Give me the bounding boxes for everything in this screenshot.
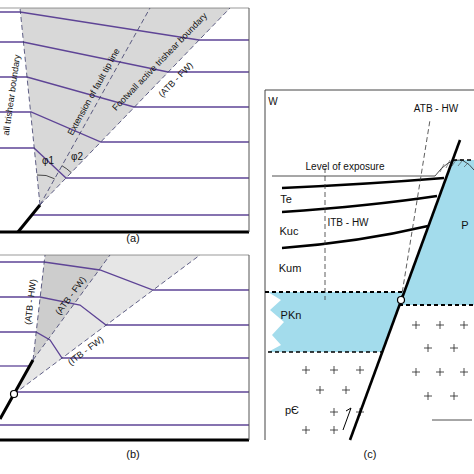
unit-label: P (461, 220, 468, 231)
dashed-contact (268, 351, 382, 353)
contact (282, 226, 428, 248)
boundary-label: Extension of fault tip line (66, 47, 123, 138)
frame (265, 90, 266, 440)
initial-tip (398, 297, 405, 304)
dashed-contact (265, 291, 404, 293)
angle-label: φ2 (71, 151, 83, 162)
frame (249, 8, 250, 232)
unit-label: Kum (279, 263, 302, 274)
trishear-boundaries (20, 8, 230, 205)
angle-label: φ1 (42, 155, 54, 166)
boundary-label: (ITB - FW) (66, 334, 106, 368)
scale-bar (432, 420, 472, 421)
fault (350, 140, 460, 440)
fold-hill (435, 160, 474, 176)
boundary-label: ATB - HW (414, 103, 458, 114)
contact (282, 196, 437, 212)
panel-letter: (c) (364, 449, 377, 460)
bedding-lines (0, 262, 249, 425)
bed (0, 112, 249, 142)
panel-a (0, 8, 249, 232)
angle-arc (37, 175, 55, 179)
bed (0, 424, 249, 425)
dashed-contact (399, 304, 474, 306)
unit-label: Te (280, 194, 292, 205)
bed (0, 365, 29, 366)
unit-fill (268, 292, 404, 352)
unit-label: pЄ (285, 405, 299, 416)
dashed-line (14, 255, 200, 394)
slip-arrow (343, 408, 351, 430)
boundary-label: all trishear boundary (1, 54, 23, 136)
panel-c (265, 90, 474, 440)
bed (32, 214, 249, 215)
unit-label: Kuc (280, 226, 299, 237)
dashed-line (40, 8, 150, 205)
frame (0, 8, 249, 9)
angle-arc (62, 166, 71, 173)
frame (249, 255, 250, 440)
panel-letter: (b) (126, 449, 139, 460)
unit-label: PKn (281, 310, 302, 321)
boundary-label: Footwall active trishear boundary (110, 11, 210, 114)
detachment (0, 231, 249, 234)
direction-label: W (268, 96, 277, 107)
contact (282, 178, 444, 188)
bed (0, 148, 249, 178)
dashed-line (401, 120, 430, 300)
contacts (282, 178, 444, 248)
fault-ramp (18, 205, 40, 232)
dashed-line (40, 8, 230, 205)
rock-unit: PKn (265, 288, 410, 356)
frame (0, 255, 249, 256)
frame (265, 90, 474, 91)
bed (0, 42, 249, 72)
panel-letter: (a) (126, 233, 139, 244)
bedding-lines (0, 12, 249, 215)
boundary-label: ITB - HW (327, 217, 368, 228)
boundary-label: (ATB - HW) (23, 279, 40, 326)
trishear-boundaries (14, 255, 200, 394)
detachment (0, 439, 249, 442)
dashed-line (20, 8, 40, 205)
bed (0, 332, 249, 358)
bed (16, 391, 249, 392)
panel-b (0, 255, 249, 440)
unit-shape (265, 288, 410, 356)
bed (0, 12, 249, 40)
dashed-contact (453, 159, 474, 161)
initial-tip (11, 391, 18, 398)
exposure-label: Level of exposure (306, 161, 385, 172)
basement-crosses (302, 321, 468, 434)
dashed-line (325, 168, 326, 300)
exposure-line (272, 176, 435, 177)
boundary-label: (ATB - FW) (53, 275, 88, 318)
fault (0, 360, 33, 419)
fold-hatch (440, 160, 468, 172)
